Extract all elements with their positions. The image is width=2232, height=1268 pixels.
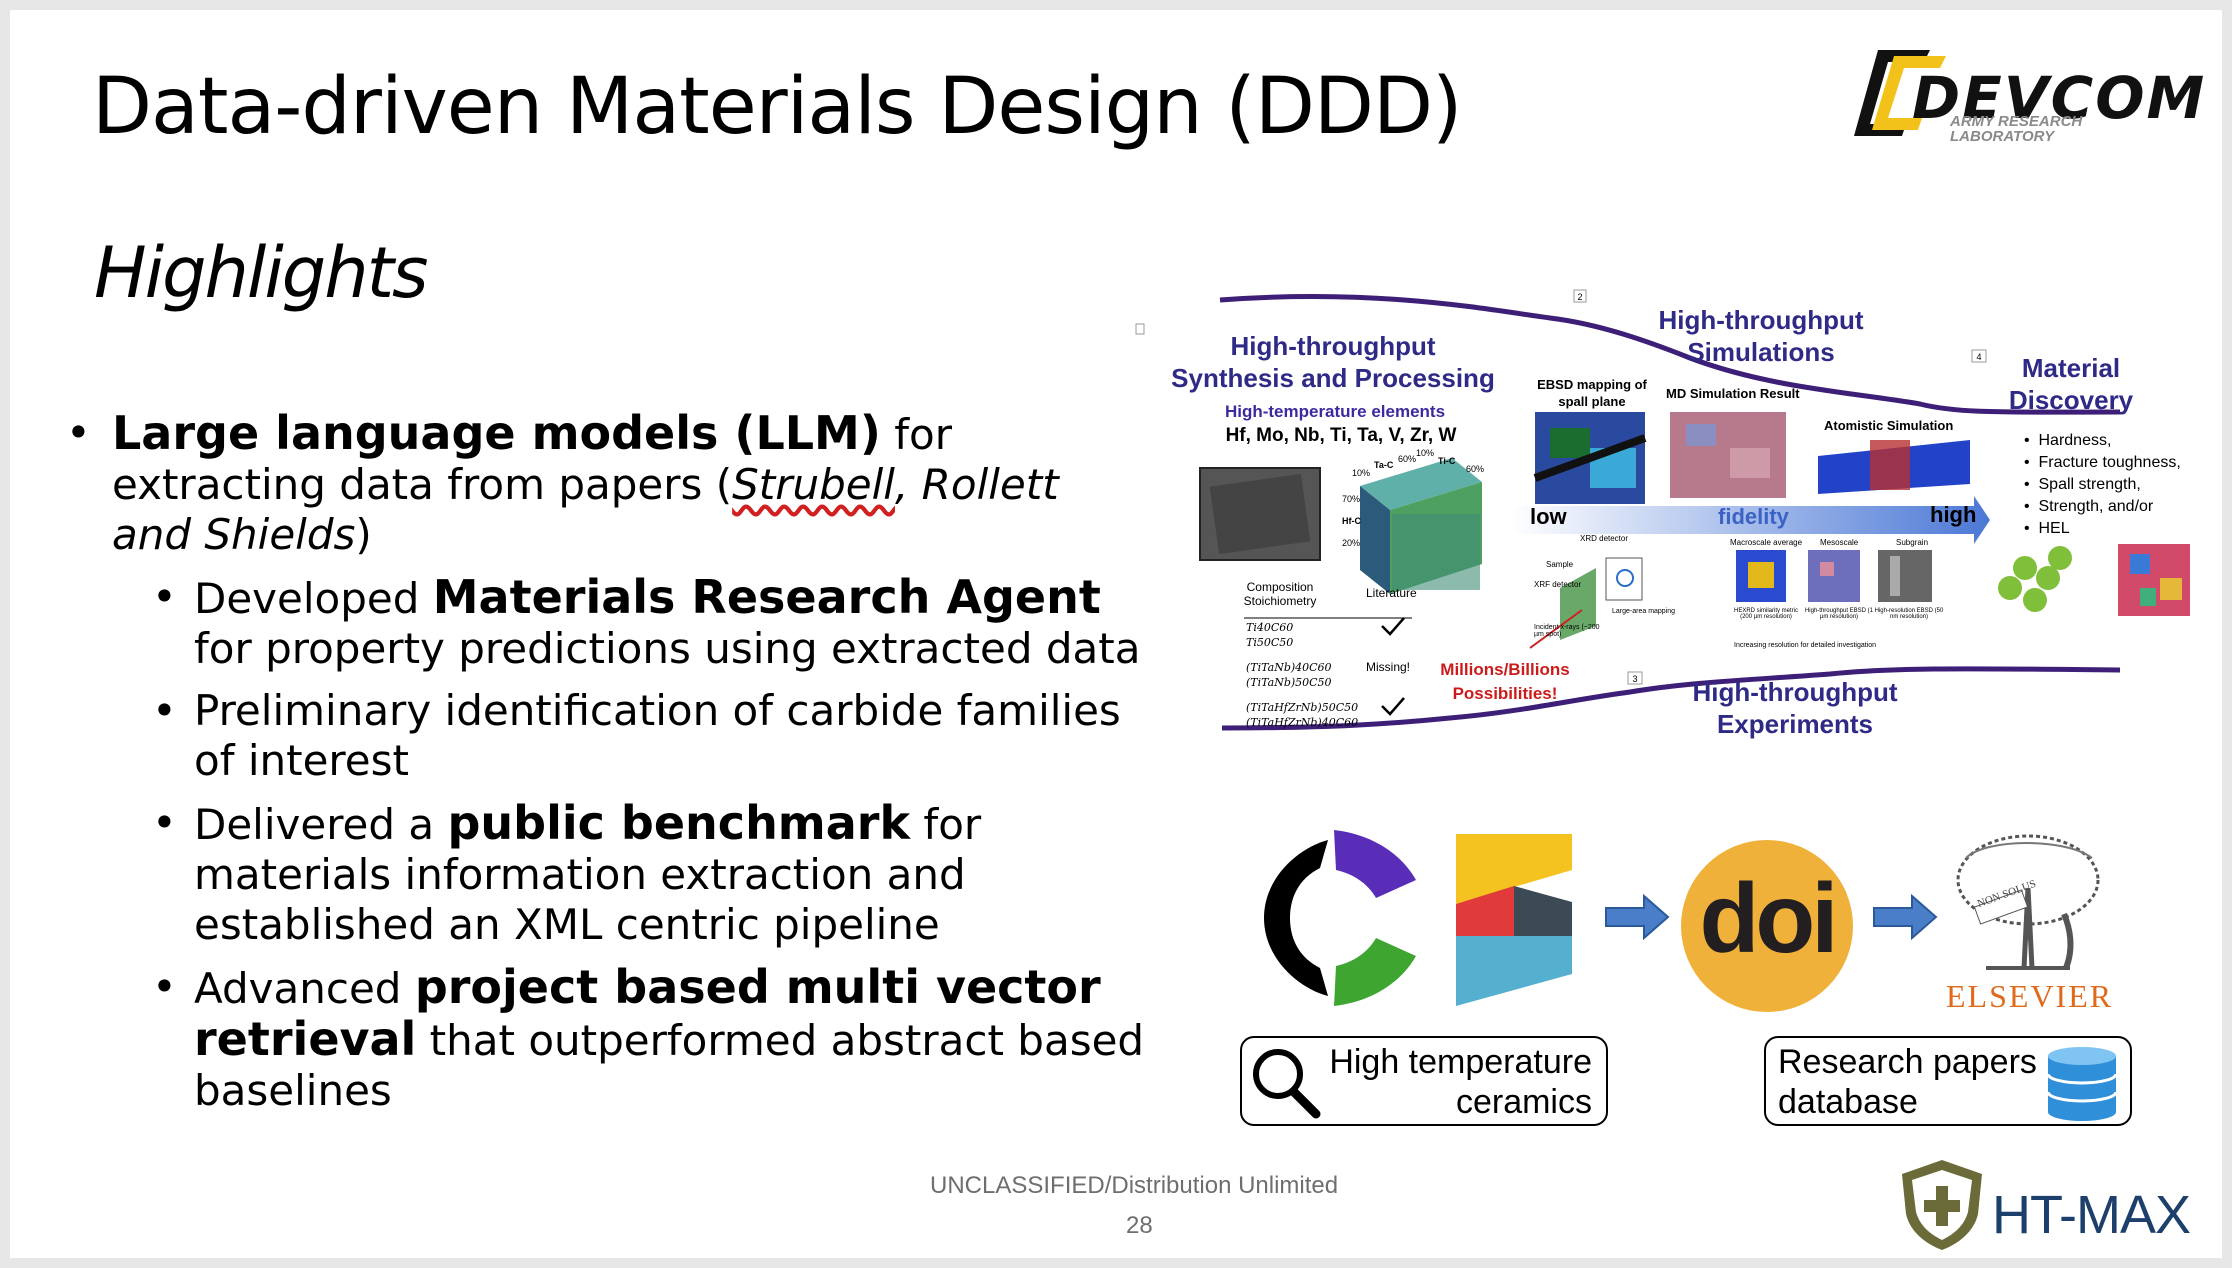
sub-bullet: •Advanced project based multi vector ret… xyxy=(152,960,1145,1115)
doi-logo xyxy=(1681,840,1853,1012)
possibilities-note: Millions/Billions Possibilities! xyxy=(1440,660,1570,703)
devcom-wordmark: DEVCOM xyxy=(1912,64,2207,132)
workflow-figure: 2 4 3 xyxy=(1130,288,2222,748)
bullet-main: • Large language models (LLM) for extrac… xyxy=(66,406,1059,559)
svg-text:3: 3 xyxy=(1632,674,1637,684)
citrine-logo xyxy=(1264,830,1416,1006)
search-text-line2: ceramics xyxy=(1455,1083,1592,1121)
database-text-line1: Research papers xyxy=(1778,1043,2037,1081)
sub-bullet: •Preliminary identification of carbide f… xyxy=(152,686,1121,785)
discovery-label: Material Discovery xyxy=(2008,353,2134,415)
elsevier-wordmark: ELSEVIER xyxy=(1946,978,2114,1014)
bullet-list: • Large language models (LLM) for extrac… xyxy=(60,408,1150,1116)
shield-icon xyxy=(1902,1160,1982,1250)
database-box: Research papers database xyxy=(1764,1036,2132,1126)
arrow-icon xyxy=(1873,894,1938,940)
discovery-list: • Hardness, • Fracture toughness, • Spal… xyxy=(2024,432,2181,537)
sub-bullet: •Developed Materials Research Agent for … xyxy=(152,570,1141,673)
svg-text:4: 4 xyxy=(1976,352,1981,362)
experiments-label: High-throughput Experiments xyxy=(1692,677,1898,739)
slide: Data-driven Materials Design (DDD) DEVCO… xyxy=(10,10,2222,1258)
database-icon xyxy=(2046,1047,2118,1121)
svg-text:2: 2 xyxy=(1577,292,1582,302)
section-heading: Highlights xyxy=(94,232,428,314)
page-number: 28 xyxy=(1126,1212,1153,1239)
slide-title: Data-driven Materials Design (DDD) xyxy=(92,62,1462,152)
elsevier-tree-icon xyxy=(1956,834,2100,970)
arrow-icon xyxy=(1605,894,1670,940)
search-icon xyxy=(1253,1049,1321,1119)
search-box[interactable]: High temperature ceramics xyxy=(1240,1036,1608,1126)
search-text-line1: High temperature xyxy=(1329,1043,1592,1081)
bullet-main-bold: Large language models (LLM) xyxy=(112,406,881,460)
database-text-line2: database xyxy=(1778,1083,1918,1121)
doi-text: doi xyxy=(1699,863,1839,973)
sub-bullet: •Delivered a public benchmark for materi… xyxy=(152,796,982,949)
classification-footer: UNCLASSIFIED/Distribution Unlimited xyxy=(930,1172,1339,1199)
discovery-images xyxy=(1998,544,2190,616)
simulations-label: High-throughput Simulations xyxy=(1658,305,1864,367)
devcom-logo xyxy=(1854,50,1946,136)
htmax-wordmark: HT-MAX xyxy=(1992,1185,2191,1245)
semantic-scholar-logo xyxy=(1456,834,1572,1006)
author-strubell: Strubell xyxy=(732,460,895,509)
synthesis-label: High-throughput Synthesis and Processing xyxy=(1171,331,1495,393)
workflow-curves: 2 4 3 xyxy=(1135,289,2190,731)
devcom-subtitle: ARMY RESEARCH LABORATORY xyxy=(1950,113,2083,145)
